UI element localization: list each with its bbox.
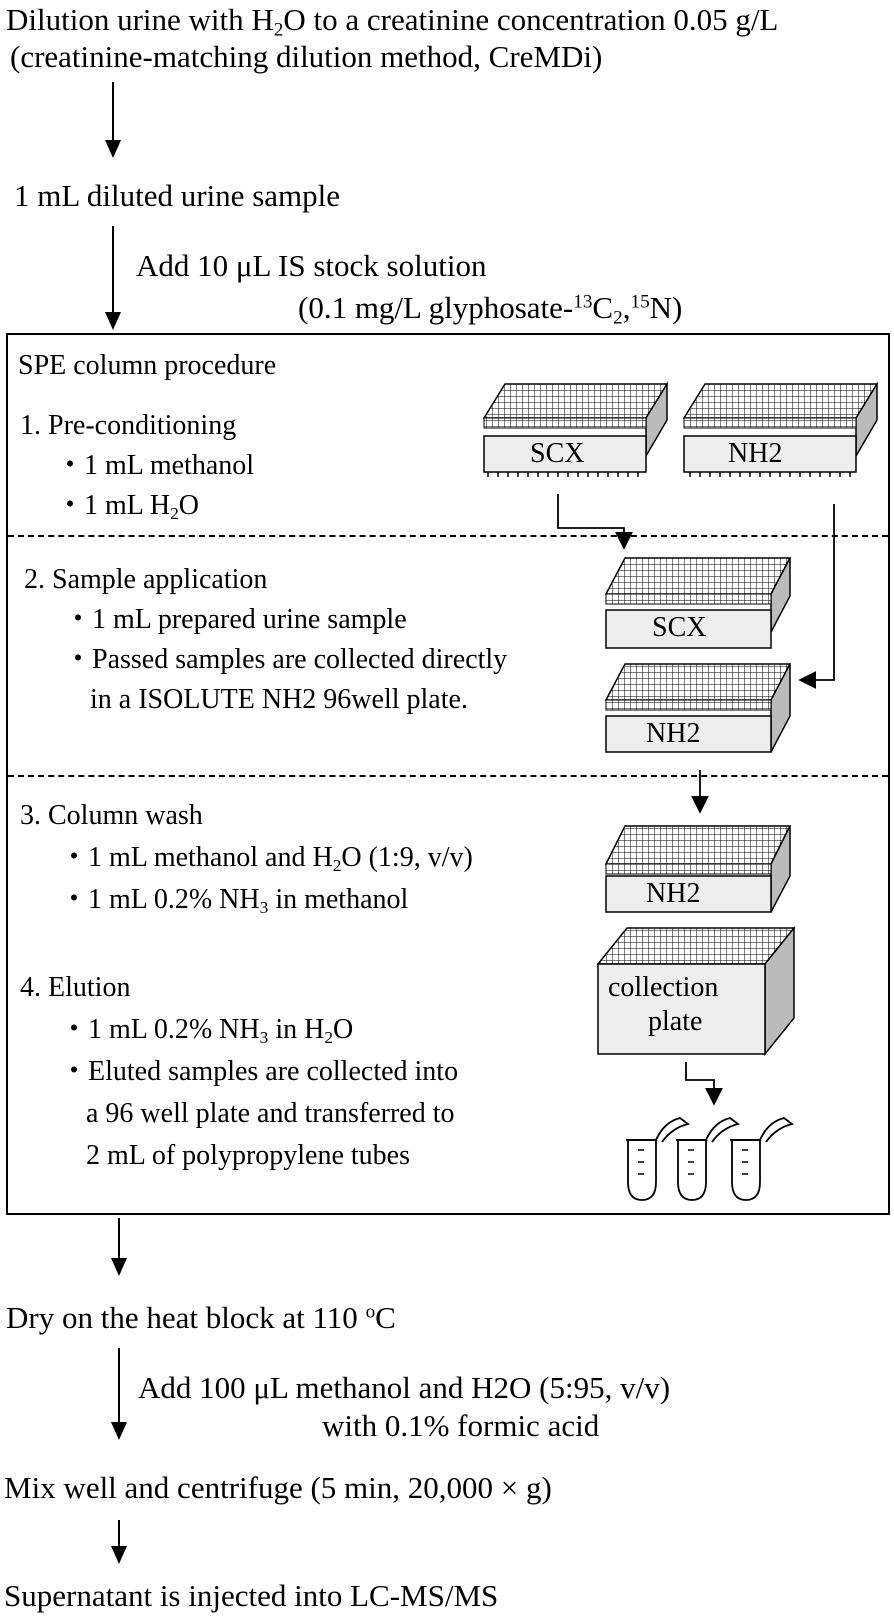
collection-plate [596,925,796,1057]
plate-label-nh2: NH2 [646,878,701,909]
step3-heading: 3. Column wash [20,800,203,831]
add-is-label: Add 10 μL IS stock solution [136,248,487,283]
step-mix: Mix well and centrifuge (5 min, 20,000 ×… [4,1470,552,1505]
plate-nh2-3 [604,825,792,913]
step1-heading: 1. Pre-conditioning [20,410,237,441]
plate-label-scx: SCX [530,438,585,469]
plate-nh2-1 [682,381,879,477]
add-methanol-detail: with 0.1% formic acid [322,1408,600,1443]
arrow-line [118,1520,120,1548]
plate-label-collection: plate [648,1006,703,1037]
step1-bullet: ・1 mL methanol [56,450,255,481]
arrow-head [111,1546,127,1564]
tube-icon [626,1117,691,1201]
step4-heading: 4. Elution [20,972,131,1003]
step4-bullet: ・Eluted samples are collected into [60,1056,459,1087]
plate-label-nh2: NH2 [728,438,783,469]
step2-bullet-cont: in a ISOLUTE NH2 96well plate. [90,684,468,715]
step4-bullet-cont: 2 mL of polypropylene tubes [86,1140,411,1171]
arrow-head [111,1422,127,1440]
step4-bullet: ・1 mL 0.2% NH3 in H2O [60,1014,354,1047]
divider [8,775,888,777]
tube-icon [676,1117,741,1201]
arrow-line [118,1348,120,1424]
plate-scx-2 [604,557,792,649]
spe-title: SPE column procedure [18,350,277,381]
step1-bullet: ・1 mL H2O [56,490,199,523]
step-dry: Dry on the heat block at 110 oC [6,1300,396,1335]
arrow-head [105,140,121,158]
plate-scx-1 [482,381,669,477]
plate-label-scx: SCX [652,612,707,643]
flow-connectors [557,494,835,1106]
step-dilution-method: (creatinine-matching dilution method, Cr… [10,39,603,74]
tube-icon [730,1117,795,1201]
step2-bullet: ・Passed samples are collected directly [64,644,508,675]
plate-nh2-2 [604,663,792,753]
plate-label-collection: collection [608,972,719,1003]
step-sample: 1 mL diluted urine sample [14,178,340,213]
arrow-head [105,312,121,330]
plate-label-nh2: NH2 [646,718,701,749]
step-final: Supernatant is injected into LC-MS/MS [4,1578,499,1613]
step-dilution: Dilution urine with H2O to a creatinine … [6,2,779,41]
arrow-line [118,1218,120,1260]
divider [8,535,888,537]
step3-bullet: ・1 mL methanol and H2O (1:9, v/v) [60,842,473,875]
step3-bullet: ・1 mL 0.2% NH3 in methanol [60,884,409,917]
arrow-line [112,226,114,314]
arrow-head [111,1258,127,1276]
step2-bullet: ・1 mL prepared urine sample [64,604,407,635]
add-methanol-label: Add 100 μL methanol and H2O (5:95, v/v) [138,1370,671,1405]
arrow-line [112,82,114,142]
step2-heading: 2. Sample application [24,564,268,595]
add-is-detail: (0.1 mg/L glyphosate-13C2,15N) [298,290,683,329]
step4-bullet-cont: a 96 well plate and transferred to [86,1098,455,1129]
spe-procedure-box [6,333,890,1215]
